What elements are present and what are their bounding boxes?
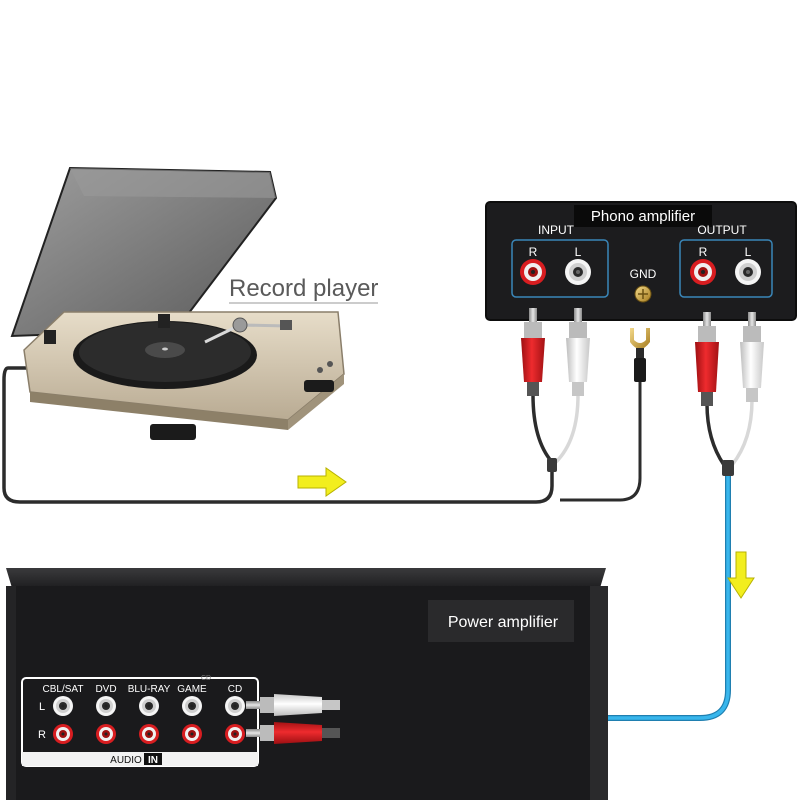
audio-in-label-blu-ray: BLU-RAY <box>128 684 171 695</box>
audio-label: AUDIO <box>110 755 142 766</box>
input-cable-red-lead <box>531 394 554 464</box>
audio-in-jack-cbl-sat-r <box>53 724 73 744</box>
phono-amplifier-title-bg <box>574 205 712 227</box>
audio-in-jack-game-r <box>182 724 202 744</box>
output-jack-l <box>735 259 761 285</box>
ground-spade-lug <box>630 328 650 382</box>
input-label: INPUT <box>538 223 575 237</box>
audio-in-jack-blu-ray-l <box>139 696 159 716</box>
audio-in-label-cbl-sat: CBL/SAT <box>43 684 84 695</box>
audio-in-label-game: GAME <box>177 684 207 695</box>
power-amplifier-title: Power amplifier <box>448 614 559 631</box>
power-amplifier-title-bg <box>428 600 574 642</box>
record-player <box>10 166 345 440</box>
record-player-label: Record player <box>229 275 378 302</box>
signal-arrow-down <box>727 551 755 599</box>
output-cable-splitter <box>722 460 734 476</box>
output-label: OUTPUT <box>697 223 747 237</box>
audio-in-jack-dvd-r <box>96 724 116 744</box>
pa-row-r-label: R <box>38 729 46 741</box>
audio-in-label-cd: CD <box>228 684 242 695</box>
output-cable-white-lead <box>730 399 754 467</box>
input-jack-r <box>520 259 546 285</box>
output-plug-white <box>740 312 764 402</box>
in-badge: IN <box>148 755 158 766</box>
power-amplifier: Power amplifier AUDIO IN CD L R <box>6 568 608 800</box>
audio-in-jack-cd-l <box>225 696 245 716</box>
input-r-label: R <box>529 245 538 259</box>
output-plug-red <box>695 312 719 406</box>
output-panel <box>679 239 773 298</box>
audio-in-jack-blu-ray-r <box>139 724 159 744</box>
output-jack-r <box>690 259 716 285</box>
cd-small-label: CD <box>201 675 211 682</box>
signal-arrow-right <box>297 467 347 497</box>
input-jack-l <box>565 259 591 285</box>
audio-in-columns: CBL/SAT DVD BLU-RAY GAME CD <box>43 684 245 744</box>
audio-in-jack-game-l <box>182 696 202 716</box>
audio-in-jack-cbl-sat-l <box>53 696 73 716</box>
input-cable-white-lead <box>554 394 580 464</box>
output-r-label: R <box>699 245 708 259</box>
pa-plug-white <box>246 694 340 716</box>
audio-in-jack-dvd-l <box>96 696 116 716</box>
output-cable-red-lead <box>705 403 726 466</box>
input-plug-white <box>566 308 590 396</box>
phono-amplifier: Phono amplifier INPUT R L OUTPUT R L GND <box>485 201 797 321</box>
input-l-label: L <box>575 245 582 259</box>
pa-row-l-label: L <box>39 701 45 713</box>
pa-plug-red <box>246 722 340 744</box>
input-panel <box>511 239 609 298</box>
ground-wire <box>560 380 642 502</box>
phono-amplifier-title: Phono amplifier <box>591 208 695 225</box>
audio-in-label-dvd: DVD <box>95 684 116 695</box>
audio-in-jack-cd-r <box>225 724 245 744</box>
input-cable-splitter <box>547 458 557 472</box>
gnd-label: GND <box>630 267 657 281</box>
output-l-label: L <box>745 245 752 259</box>
turntable-cable <box>2 366 554 504</box>
input-plug-red <box>521 308 545 396</box>
